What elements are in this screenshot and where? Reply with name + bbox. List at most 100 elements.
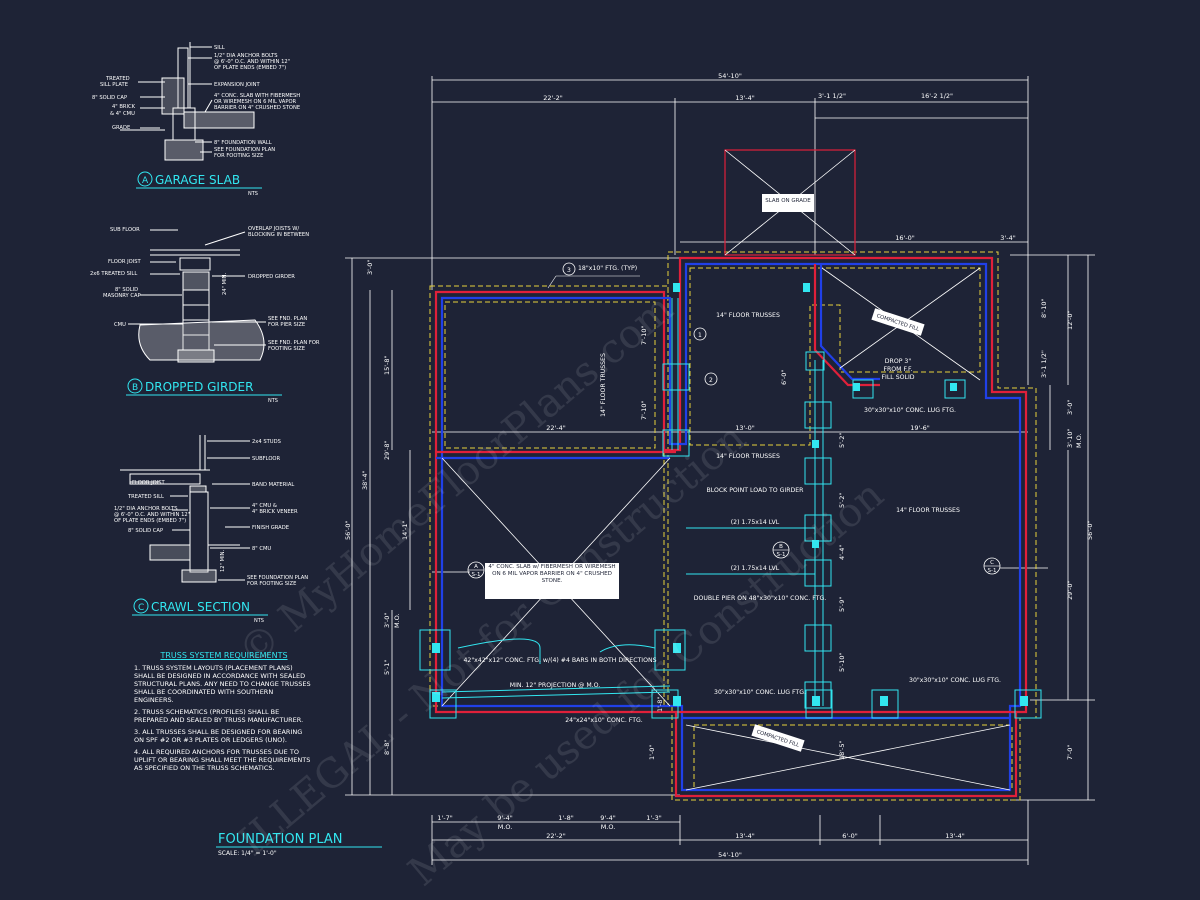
from-ff-label: FROM F.F. [883, 366, 912, 373]
dim-right: 29'-0" [1066, 580, 1074, 600]
dimension-text: 54'-10" 22'-2" 13'-4" 3'-1 1/2" 16'-2 1/… [344, 72, 1094, 859]
dg-label: SEE FND. PLAN [268, 316, 307, 322]
detail-c-title: C CRAWL SECTION NTS [132, 598, 268, 624]
dim-interior: 1'-8" [656, 697, 664, 712]
gs-label: 4" BRICK [112, 104, 136, 110]
dg-label: FOR PIER SIZE [268, 322, 305, 328]
foundation-walls [434, 256, 1028, 798]
dim-top-left: 22'-2" [543, 94, 563, 102]
section-sheet: S-1 [777, 552, 786, 558]
cs-label: 8" SOLID CAP [128, 528, 163, 534]
dg-label: FOOTING SIZE [268, 346, 305, 352]
dim-top-inner-a: 16'-0" [895, 234, 915, 242]
gs-label: SILL [214, 45, 225, 51]
dim-bottom-seg: 1'-8" [558, 814, 573, 822]
dim-top-right: 16'-2 1/2" [921, 92, 953, 100]
dim-interior: 7'-10" [640, 325, 648, 345]
dim-overall-bottom: 54'-10" [718, 851, 742, 859]
gs-label: GRADE [112, 125, 130, 131]
dim-bottom-seg: 9'-4" [497, 814, 512, 822]
dg-label: BLOCKING IN BETWEEN [248, 232, 309, 238]
callout-bubble [704, 372, 718, 386]
dim-bottom-mid: 13'-4" [735, 832, 755, 840]
trusses-label: 14" FLOOR TRUSSES [600, 353, 607, 417]
slab-on-grade-label: SLAB ON GRADE [765, 198, 811, 204]
dim-right-mo: M.O. [1075, 433, 1083, 448]
dg-label: FLOOR JOIST [108, 259, 142, 265]
plan-scale: SCALE: 1/4" = 1'-0" [218, 850, 277, 857]
callout-bubble [693, 327, 707, 341]
dim-left: 56'-0" [344, 520, 352, 540]
section-sheet: S-1 [988, 568, 997, 574]
projection-label: MIN. 12" PROJECTION @ M.O. [510, 681, 601, 689]
dim-bottom-right-a: 6'-0" [842, 832, 857, 840]
detail-b-scale: NTS [268, 398, 278, 404]
lvl-label: (2) 1.75x14 LVL [731, 565, 780, 572]
dim-right: 3'-0" [1066, 400, 1074, 415]
callout-number: 1 [698, 332, 702, 339]
dim-left: 3'-0" [383, 613, 391, 628]
fill-solid-label: FILL SOLID [881, 374, 914, 381]
detail-dropped-girder [128, 229, 266, 363]
dim-top-mid: 13'-4" [735, 94, 755, 102]
dim-right: 12'-0" [1066, 310, 1074, 330]
detail-a-letter: A [142, 176, 149, 186]
truss-note-item: 4. ALL REQUIRED ANCHORS FOR TRUSSES DUE … [134, 748, 311, 772]
gs-label: SILL PLATE [100, 82, 128, 88]
cs-label: SUBFLOOR [252, 456, 281, 462]
pad-ftg-label: 42"x42"x12" CONC. FTG. w/(4) #4 BARS IN … [463, 657, 656, 664]
lug-ftg-right: 30"x30"x10" CONC. LUG FTG. [909, 677, 1001, 684]
cs-label: 2x4 STUDS [252, 439, 281, 445]
detail-crawl-section [120, 435, 250, 583]
dim-top-inner-b: 3'-4" [1000, 234, 1015, 242]
dg-label: CMU [114, 322, 126, 328]
cs-label: FINISH GRADE [252, 525, 289, 531]
dim-interior: 22'-4" [546, 424, 566, 432]
gs-label: OF PLATE ENDS (EMBED 7") [214, 65, 286, 71]
dim-left: 5'-1" [383, 660, 391, 675]
trusses-label: 14" FLOOR TRUSSES [716, 453, 780, 460]
detail-crawl-section-text: 2x4 STUDS SUBFLOOR FLOOR JOIST BAND MATE… [114, 439, 308, 587]
garage-slab-note-box: 4" CONC. SLAB w/ FIBERMESH OR WIREMESH O… [485, 563, 619, 599]
trusses-label: 14" FLOOR TRUSSES [896, 507, 960, 514]
cs-label: 8" CMU [252, 546, 271, 552]
dim-right: 7'-0" [1066, 745, 1074, 760]
callout-number: 3 [567, 267, 571, 274]
callout-number: 2 [709, 377, 713, 384]
section-markers: A S-1 B S-1 C S-1 [467, 541, 1001, 579]
dim-left: 8'-8" [383, 740, 391, 755]
truss-notes-title: TRUSS SYSTEM REQUIREMENTS [160, 651, 288, 660]
plan-title-block: FOUNDATION PLAN SCALE: 1/4" = 1'-0" [216, 832, 382, 857]
dg-label: MASONRY CAP [103, 293, 141, 299]
dimension-lines [345, 76, 1095, 865]
cs-label: OF PLATE ENDS (EMBED 7") [114, 518, 186, 524]
dim-left: 14'-1" [401, 520, 409, 540]
pier-fills [432, 283, 1028, 706]
cs-label: FLOOR JOIST [132, 480, 166, 486]
detail-a-scale: NTS [248, 191, 258, 197]
trusses-label: 14" FLOOR TRUSSES [716, 312, 780, 319]
cs-label: 1/2" DIA ANCHOR BOLTS [114, 506, 178, 512]
dim-interior: 13'-0" [735, 424, 755, 432]
cs-label: BAND MATERIAL [252, 482, 294, 488]
dg-label: SUB FLOOR [110, 227, 140, 233]
truss-note-item: 1. TRUSS SYSTEM LAYOUTS (PLACEMENT PLANS… [134, 664, 311, 704]
dim-bottom-seg: 9'-4" [600, 814, 615, 822]
cs-label: 4" BRICK VENEER [252, 509, 298, 515]
gs-label: SEE FOUNDATION PLAN [214, 147, 275, 153]
section-sheet: S-1 [472, 572, 481, 578]
detail-c-scale: NTS [254, 618, 264, 624]
detail-b-title-text: DROPPED GIRDER [145, 380, 253, 394]
truss-notes: TRUSS SYSTEM REQUIREMENTS 1. TRUSS SYSTE… [134, 652, 314, 776]
dim-interior: 4'-4" [838, 545, 846, 560]
dim-left: 29'-8" [383, 440, 391, 460]
dim-left: M.O. [393, 613, 401, 628]
lug-ftg-mid: 30"x30"x10" CONC. LUG FTG. [714, 689, 806, 696]
gs-label: & 4" CMU [110, 111, 135, 117]
dim-interior: 5'-10" [838, 652, 846, 672]
double-pier-label: DOUBLE PIER ON 48"x30"x10" CONC. FTG. [694, 595, 826, 602]
dim-interior: 6'-0" [780, 370, 788, 385]
cs-label: SEE FOUNDATION PLAN [247, 575, 308, 581]
drop-label: DROP 3" [885, 358, 912, 365]
truss-note-item: 2. TRUSS SCHEMATICS (PROFILES) SHALL BE … [134, 708, 304, 724]
